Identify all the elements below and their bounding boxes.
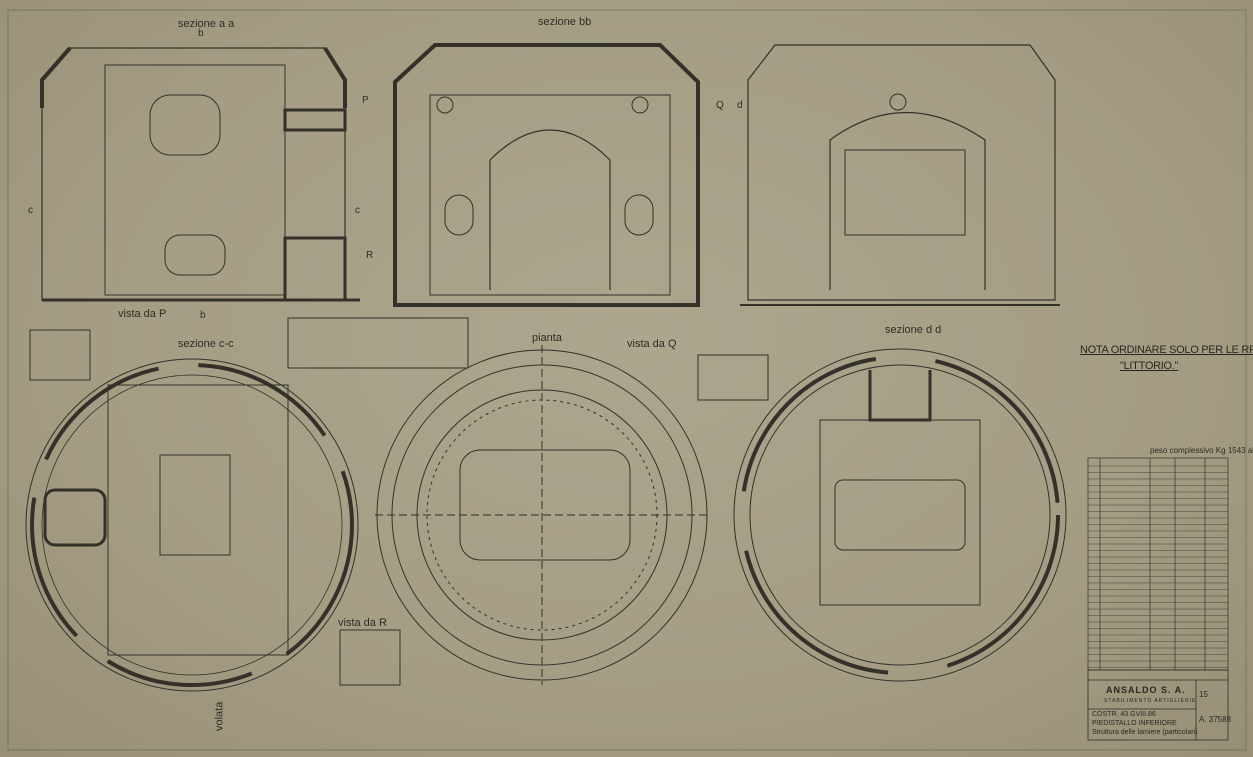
label-muzzle: volata (213, 701, 226, 731)
view-q-drawing (697, 354, 769, 401)
drawing-number: A. 37588 (1199, 715, 1232, 724)
sheet-border (7, 9, 1247, 751)
marker-d: d (737, 100, 743, 111)
label-view-r: vista da R (338, 617, 387, 629)
marker-p: P (362, 95, 369, 106)
section-aa-drawing (40, 46, 360, 302)
section-dd-drawing (733, 348, 1067, 682)
label-section-bb: sezione bb (538, 16, 592, 28)
marker-r: R (366, 250, 374, 261)
plan-drawing (375, 345, 710, 685)
marker-b-bottom: b (200, 310, 206, 321)
marker-b-top: b (198, 28, 204, 39)
label-view-p: vista da P (118, 308, 167, 320)
section-cc-drawing (25, 358, 359, 692)
label-plan: pianta (532, 332, 562, 344)
title-line-2: PIEDISTALLO INFERIORE (1092, 720, 1177, 727)
view-r-drawing (339, 629, 401, 686)
title-line-3: Struttura delle lamiere (particolari) (1092, 729, 1198, 736)
marker-q: Q (716, 100, 724, 111)
marker-c-right: c (355, 205, 360, 216)
view-p-drawing (29, 329, 91, 381)
label-section-cc: sezione c-c (178, 338, 234, 350)
label-section-aa: sezione a a (178, 18, 235, 30)
parts-table-rows (1088, 465, 1228, 668)
label-section-dd: sezione d d (885, 324, 942, 336)
detail-plate-drawing (287, 317, 469, 369)
parts-table (1087, 457, 1229, 671)
label-view-q: vista da Q (627, 338, 677, 350)
total-weight: peso complessivo Kg 1543 ab (1150, 446, 1253, 455)
section-bb-drawing (393, 43, 700, 307)
note-line-2: "LITTORIO." (1120, 360, 1179, 372)
note-line-1: NOTA ORDINARE SOLO PER LE RR.NN. TIPO (1080, 344, 1253, 356)
title-line-1: COSTR. 43 GVIII.86 (1092, 711, 1156, 718)
title-block-frame (1087, 669, 1229, 741)
marker-c-left: c (28, 205, 33, 216)
sheet-number: 15 (1199, 690, 1208, 699)
side-view-drawing (740, 44, 1060, 306)
company-name: ANSALDO S. A. (1106, 685, 1186, 695)
company-division: STABILIMENTO ARTIGLIERIE (1104, 698, 1197, 704)
